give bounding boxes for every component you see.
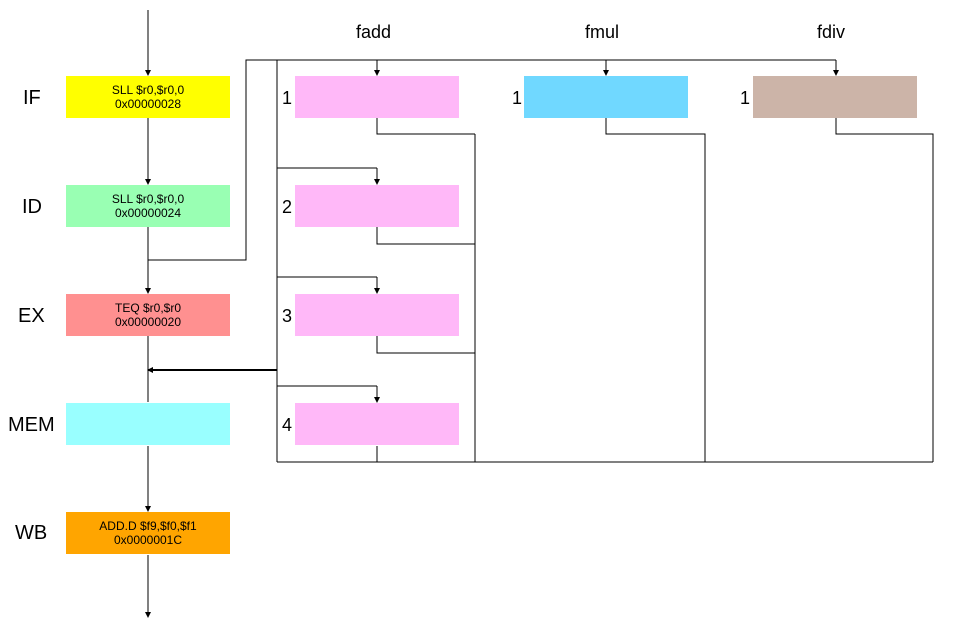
instruction-text: TEQ $r0,$r0 (114, 301, 182, 315)
address-text: 0x00000028 (114, 97, 182, 111)
address-text: 0x00000024 (114, 206, 182, 220)
fadd-stage-3[interactable] (295, 294, 459, 336)
fmul-stage-number: 1 (512, 88, 523, 108)
stage-box-ex[interactable]: TEQ $r0,$r0 0x00000020 (66, 294, 230, 336)
stage-label-mem: MEM (8, 414, 55, 436)
fadd-stage-number: 4 (282, 415, 293, 435)
fdiv-stage-number: 1 (740, 88, 751, 108)
stage-box-if[interactable]: SLL $r0,$r0,0 0x00000028 (66, 76, 230, 118)
fdiv-stage-1[interactable] (753, 76, 917, 118)
fadd-title: fadd (356, 22, 392, 42)
instruction-text: SLL $r0,$r0,0 (111, 83, 185, 97)
fadd-stage-number: 2 (282, 197, 293, 217)
address-text: 0x0000001C (113, 533, 183, 547)
fmul-title: fmul (585, 22, 620, 42)
instruction-text: SLL $r0,$r0,0 (111, 192, 185, 206)
stage-box-mem[interactable] (66, 403, 230, 445)
fadd-stage-2[interactable] (295, 185, 459, 227)
fadd-stage-4[interactable] (295, 403, 459, 445)
stage-label-ex: EX (18, 305, 45, 327)
stage-label-if: IF (23, 87, 41, 109)
fadd-stage-number: 1 (282, 88, 293, 108)
instruction-text: ADD.D $f9,$f0,$f1 (99, 519, 197, 533)
fmul-stage-1[interactable] (524, 76, 688, 118)
stage-box-wb[interactable]: ADD.D $f9,$f0,$f1 0x0000001C (66, 512, 230, 554)
stage-label-wb: WB (15, 522, 48, 544)
stage-label-id: ID (22, 196, 42, 218)
fadd-stage-1[interactable] (295, 76, 459, 118)
fdiv-title: fdiv (817, 22, 846, 42)
fadd-stage-number: 3 (282, 306, 293, 326)
stage-box-id[interactable]: SLL $r0,$r0,0 0x00000024 (66, 185, 230, 227)
address-text: 0x00000020 (114, 315, 182, 329)
